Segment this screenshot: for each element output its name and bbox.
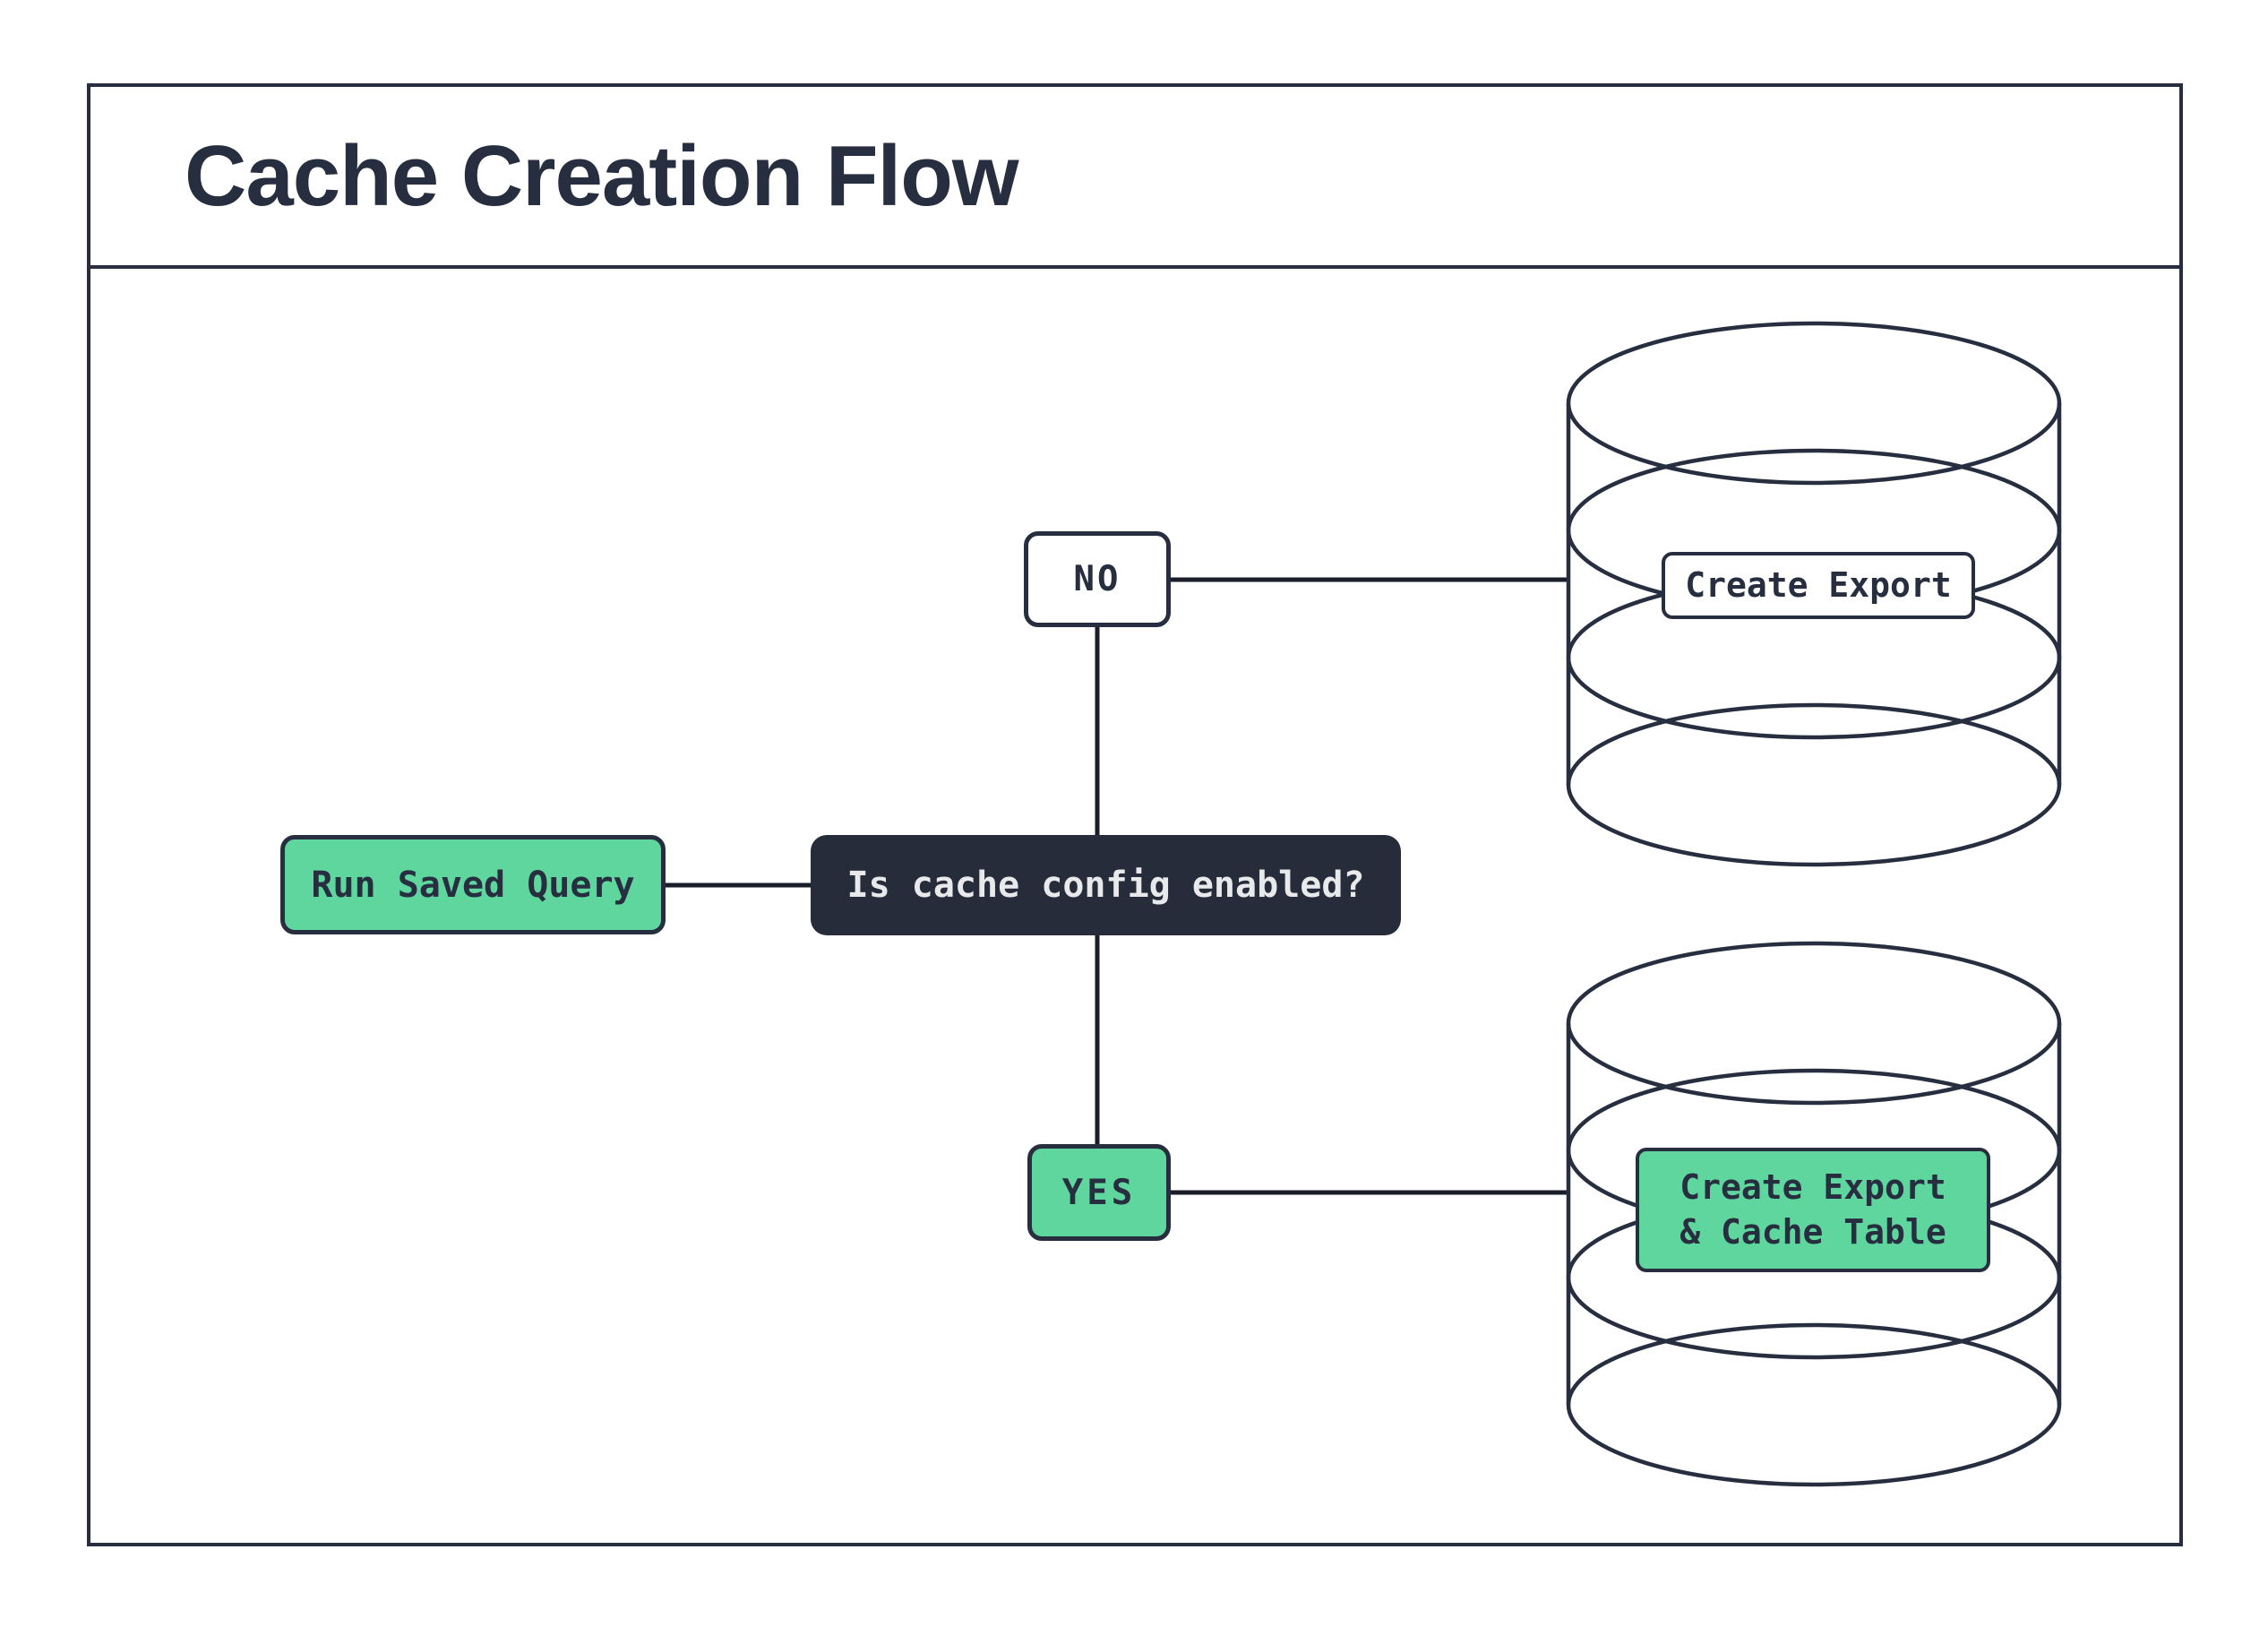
node-decision-label: Is cache config enabled? xyxy=(846,865,1365,906)
node-create-export-cache-line1: Create Export xyxy=(1680,1167,1946,1208)
node-create-export-label: Create Export xyxy=(1685,564,1952,605)
branch-yes-badge: YES xyxy=(1027,1144,1171,1241)
branch-yes-label: YES xyxy=(1061,1172,1137,1213)
diagram-frame: Cache Creation Flow xyxy=(87,83,2183,1546)
branch-no-label: NO xyxy=(1073,559,1121,599)
node-create-export-cache-table: Create Export & Cache Table xyxy=(1636,1148,1990,1272)
branch-no-badge: NO xyxy=(1024,531,1171,627)
node-decision-cache-config: Is cache config enabled? xyxy=(811,835,1401,935)
node-create-export-cache-line2: & Cache Table xyxy=(1680,1211,1946,1252)
node-run-saved-query-label: Run Saved Query xyxy=(311,864,635,906)
node-run-saved-query: Run Saved Query xyxy=(280,835,666,934)
node-create-export: Create Export xyxy=(1662,552,1975,619)
diagram-header: Cache Creation Flow xyxy=(90,87,2179,269)
page-title: Cache Creation Flow xyxy=(185,127,1018,224)
